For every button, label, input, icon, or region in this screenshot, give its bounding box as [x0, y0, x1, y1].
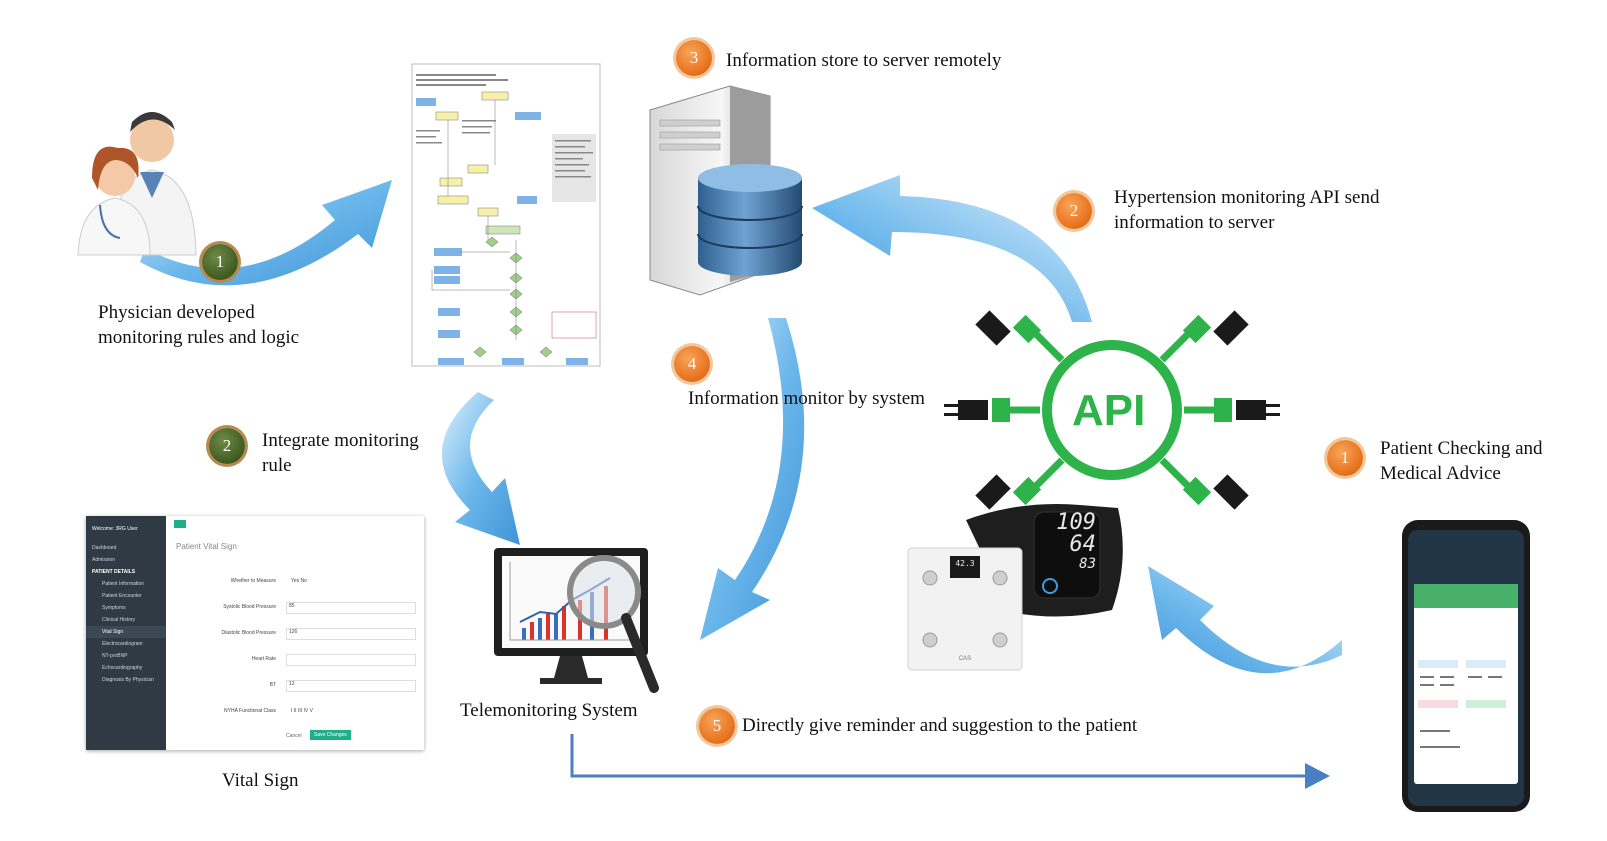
label-patient: Patient Checking and Medical Advice	[1380, 438, 1543, 484]
label-vital-sign: Vital Sign	[222, 770, 299, 791]
diastolic-input[interactable]: 126	[286, 628, 416, 640]
menu-toggle-button[interactable]	[174, 520, 186, 528]
bp-display: 109 64 83	[1056, 510, 1096, 573]
nyha-radio[interactable]: I II III IV V	[291, 708, 313, 714]
sidebar-item-dashboard[interactable]: Dashboard	[92, 545, 117, 551]
sidebar-item-nt-probnp[interactable]: NT-proBNP	[102, 653, 128, 659]
systolic-input[interactable]: 85	[286, 602, 416, 614]
sidebar-item-patient-details[interactable]: PATIENT DETAILS	[92, 569, 136, 575]
arrow-flowchart-to-telemonitoring	[441, 392, 520, 545]
label-telemonitoring: Telemonitoring System	[460, 700, 638, 721]
row-heart-rate: Heart Rate	[181, 654, 416, 670]
vital-sign-screenshot: Welcome: 3RG User Dashboard Admission PA…	[86, 516, 424, 750]
arrow-phone-to-devices	[1148, 566, 1342, 674]
sidebar-item-admission[interactable]: Admission	[92, 557, 116, 563]
arrow-physician-to-flowchart	[140, 180, 392, 286]
vital-page-title: Patient Vital Sign	[176, 542, 237, 551]
vital-sign-sidebar: Welcome: 3RG User Dashboard Admission PA…	[86, 516, 166, 750]
label-physician: Physician developed monitoring rules and…	[98, 302, 300, 348]
badge-store: 3	[676, 40, 712, 76]
scale-display: 42.3	[955, 559, 975, 568]
cancel-button[interactable]: Cancel	[286, 733, 302, 739]
sidebar-item-patient-information[interactable]: Patient Information	[102, 581, 144, 587]
label-api-send: Hypertension monitoring API send informa…	[1114, 187, 1380, 233]
welcome-text: Welcome: 3RG User	[92, 526, 138, 532]
sidebar-item-vital-sign[interactable]: Vital Sign	[86, 626, 166, 638]
badge-physician: 1	[202, 244, 238, 280]
label-store: Information store to server remotely	[726, 50, 1002, 71]
sidebar-item-diagnosis[interactable]: Diagnosis By Physician	[102, 677, 154, 683]
sidebar-item-symptoms[interactable]: Symptoms	[102, 605, 126, 611]
arrow-reminder-to-patient	[570, 734, 1312, 778]
telemonitoring-monitor-icon	[494, 548, 659, 693]
measure-radio[interactable]: Yes No	[291, 578, 307, 584]
flowchart-document	[411, 63, 601, 367]
physician-icon	[77, 112, 197, 256]
sidebar-item-echocardiography[interactable]: Echocardiography	[102, 665, 143, 671]
body-scale-icon	[907, 547, 1023, 671]
arrow-reminder-head	[1305, 763, 1330, 789]
sidebar-item-electrocardiogram[interactable]: Electrocardiogram	[102, 641, 143, 647]
label-reminder: Directly give reminder and suggestion to…	[742, 715, 1138, 736]
api-text: API	[1072, 386, 1146, 435]
api-hub-icon	[944, 310, 1280, 510]
arrow-server-to-telemonitoring	[700, 318, 805, 640]
badge-reminder: 5	[699, 708, 735, 744]
scale-brand: CAS	[958, 656, 972, 662]
smartphone-icon	[1402, 520, 1530, 812]
sidebar-item-clinical-history[interactable]: Clinical History	[102, 617, 136, 623]
label-monitor: Information monitor by system	[688, 388, 925, 409]
sidebar-item-patient-encounter[interactable]: Patient Encounter	[102, 593, 142, 599]
bt-input[interactable]: 12	[286, 680, 416, 692]
heart-rate-input[interactable]	[286, 654, 416, 666]
badge-integrate: 2	[209, 428, 245, 464]
database-icon	[697, 164, 803, 276]
badge-monitor: 4	[674, 346, 710, 382]
save-changes-button[interactable]: Save Changes	[310, 730, 351, 740]
badge-api-send: 2	[1056, 193, 1092, 229]
label-integrate: Integrate monitoring rule	[262, 430, 419, 476]
arrow-api-to-server	[812, 175, 1092, 322]
badge-patient: 1	[1327, 440, 1363, 476]
